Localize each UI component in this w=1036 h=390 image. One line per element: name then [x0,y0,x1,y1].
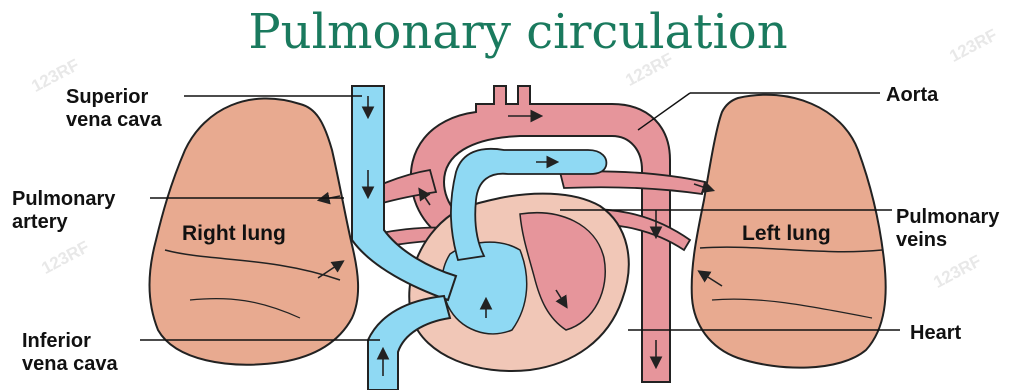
label-inferior-vena-cava: Inferior vena cava [22,330,118,376]
label-superior-vena-cava: Superior vena cava [66,86,162,132]
label-pulmonary-artery: Pulmonary artery [12,188,115,234]
label-right-lung: Right lung [182,222,286,245]
label-heart: Heart [910,322,961,345]
label-pulmonary-veins: Pulmonary veins [896,206,999,252]
label-left-lung: Left lung [742,222,831,245]
label-aorta: Aorta [886,84,938,107]
